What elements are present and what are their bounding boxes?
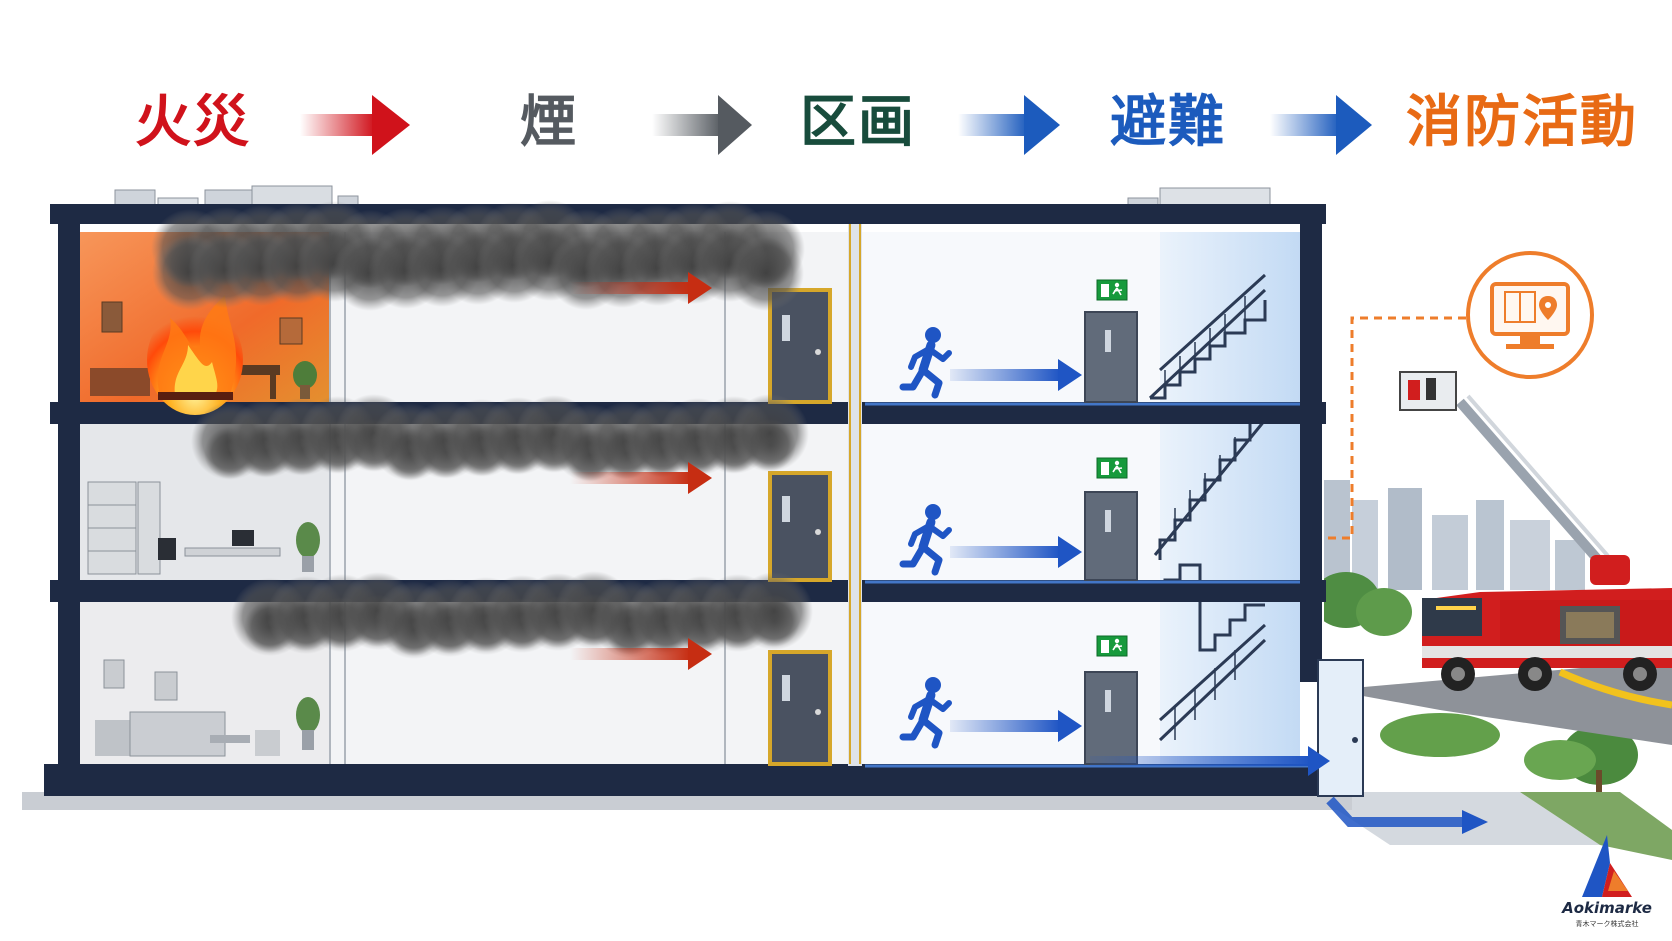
evac-arrow-ground-exit bbox=[1090, 746, 1330, 776]
outer-walls bbox=[58, 212, 1322, 772]
company-logo: Aokimarke 青木マーク株式会社 bbox=[1552, 831, 1662, 931]
step-label-compartment: 区画 bbox=[800, 90, 916, 155]
evac-arrow-floor-3 bbox=[950, 359, 1082, 391]
step-label-fire: 火災 bbox=[135, 90, 251, 155]
monitor-link-line bbox=[1322, 316, 1466, 540]
smoke-arrow-floor-3 bbox=[570, 272, 712, 304]
running-person-icon bbox=[899, 504, 952, 576]
stair-core bbox=[1160, 232, 1300, 764]
step-label-smoke: 煙 bbox=[520, 90, 578, 155]
smoke-band-2 bbox=[191, 394, 809, 482]
logo-wordmark: Aokimarke bbox=[1562, 899, 1652, 917]
fire-door-floor-2 bbox=[768, 471, 832, 582]
compartment-wall bbox=[848, 224, 862, 766]
stair-door-floor-3 bbox=[1084, 311, 1138, 403]
smoke-arrow-floor-1 bbox=[570, 638, 712, 670]
running-person-icon bbox=[899, 327, 952, 399]
evac-arrow-outside bbox=[1326, 796, 1488, 834]
evac-arrow-floor-2 bbox=[950, 536, 1082, 568]
road bbox=[1330, 660, 1672, 745]
smoke-band-1 bbox=[231, 571, 813, 659]
fire-monitoring-screen-icon bbox=[1466, 251, 1594, 379]
trees bbox=[1312, 572, 1638, 810]
smoke-clouds bbox=[151, 200, 813, 659]
exterior-exit-door bbox=[1317, 659, 1364, 797]
smoke-arrow-floor-2 bbox=[570, 462, 712, 494]
flow-arrow-2 bbox=[652, 95, 752, 155]
city-background bbox=[1320, 480, 1585, 590]
running-person-icon bbox=[899, 677, 952, 749]
ground-plinth bbox=[22, 792, 1352, 810]
stair-door-floor-1 bbox=[1084, 671, 1138, 765]
emergency-exit-sign-icon bbox=[1096, 279, 1128, 301]
emergency-exit-sign-icon bbox=[1096, 635, 1128, 657]
evac-arrow-floor-1 bbox=[950, 710, 1082, 742]
flow-arrow-3 bbox=[958, 95, 1060, 155]
office-furniture bbox=[87, 481, 320, 575]
fire-door-floor-3 bbox=[768, 288, 832, 404]
flames bbox=[147, 295, 243, 415]
step-label-evacuation: 避難 bbox=[1110, 90, 1226, 155]
stair-door-floor-2 bbox=[1084, 491, 1138, 581]
lounge-furniture bbox=[95, 659, 320, 757]
emergency-exit-sign-icon bbox=[1096, 457, 1128, 479]
step-label-firefighting: 消防活動 bbox=[1406, 90, 1638, 155]
flow-arrow-4 bbox=[1270, 95, 1372, 155]
logo-mark-icon bbox=[1582, 835, 1632, 897]
smoke-band-3 bbox=[151, 200, 805, 311]
ladder-fire-truck-icon bbox=[1399, 371, 1672, 691]
fire-door-floor-1 bbox=[768, 650, 832, 766]
flow-arrow-1 bbox=[300, 95, 410, 155]
logo-company-name: 青木マーク株式会社 bbox=[1575, 920, 1639, 928]
